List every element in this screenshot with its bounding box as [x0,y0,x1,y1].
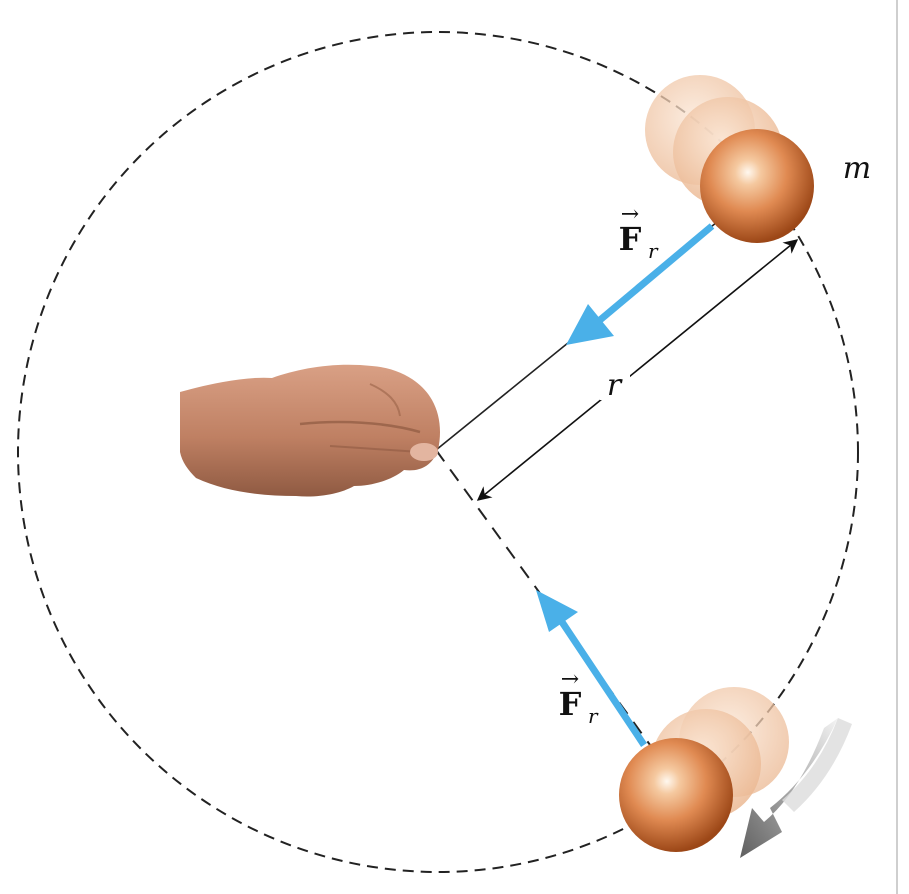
frame-border [896,0,898,894]
lower-mass-ball [619,738,733,852]
radius-label-background [600,372,630,400]
lower-force-label: → F r [559,667,599,728]
mass-label: m [843,151,871,186]
circular-path [17,31,859,873]
radius-label: r [607,368,623,403]
curved-motion-arrow-icon [740,718,852,858]
thumbnail [410,443,438,461]
upper-force-label: → F r [619,202,659,263]
upper-mass-ball [700,129,814,243]
svg-text:r: r [588,704,599,728]
radius-dimension-arrow [476,239,799,501]
upper-force-vector [566,223,715,345]
svg-text:→: → [621,202,639,227]
fist-hand-icon [180,364,440,497]
lower-force-vector [536,590,647,747]
svg-text:r: r [648,239,659,263]
svg-text:→: → [561,667,579,692]
svg-text:F: F [559,685,582,723]
svg-text:F: F [619,220,642,258]
